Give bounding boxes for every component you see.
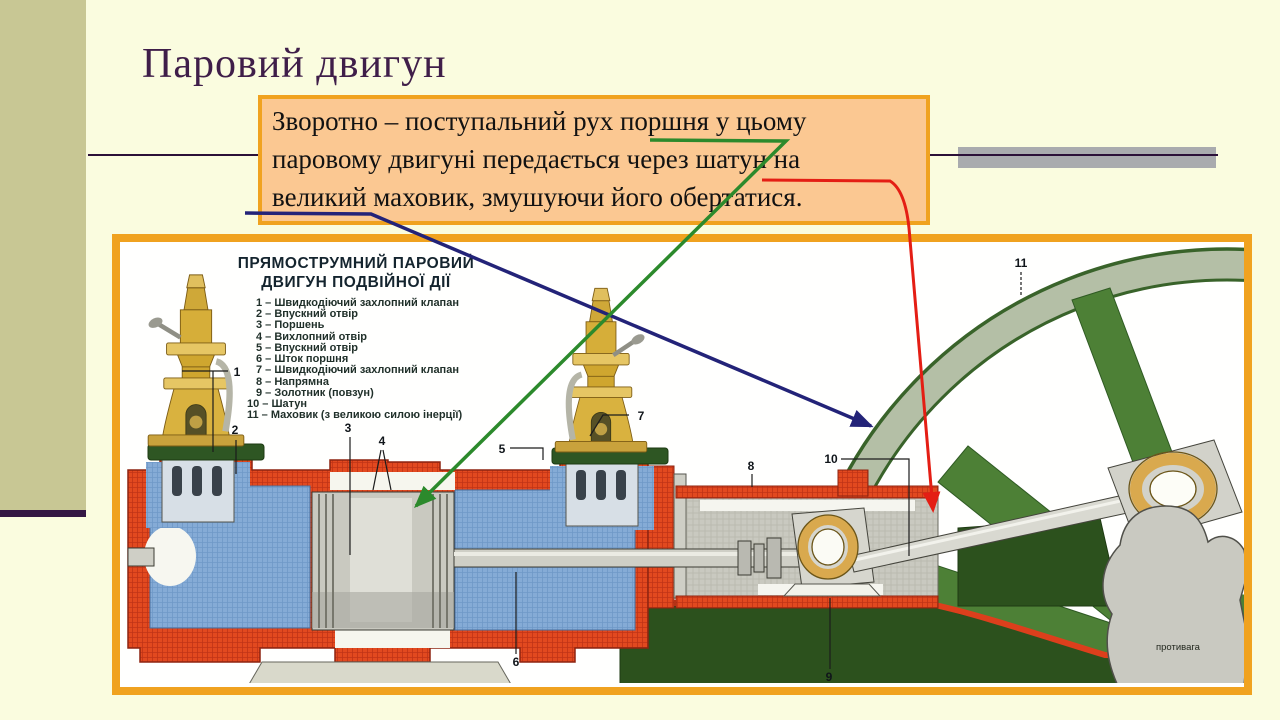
callout-line-1: Зворотно – поступальний рух поршня у цьо… xyxy=(272,106,807,136)
callout-line-2: паровому двигуні передається через шатун… xyxy=(272,144,801,174)
decorative-gray-bar xyxy=(958,147,1216,168)
callout-box: Зворотно – поступальний рух поршня у цьо… xyxy=(258,95,930,225)
diagram-frame xyxy=(112,234,1252,695)
page-title: Паровий двигун xyxy=(142,41,447,87)
sidebar-accent-strip xyxy=(0,0,86,517)
callout-line-3: великий маховик, змушуючи його обертатис… xyxy=(272,182,803,212)
